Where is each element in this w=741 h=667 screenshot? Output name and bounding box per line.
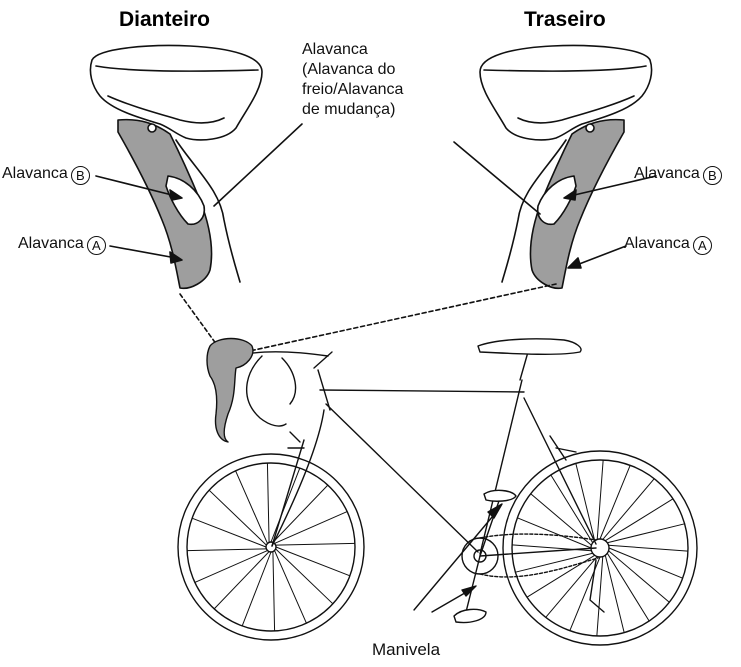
- rear-wheel-spoke: [597, 557, 603, 636]
- front-heading: Dianteiro: [119, 8, 210, 32]
- front-lever-b-mark: B: [71, 166, 90, 185]
- lever-callout-line-4: de mudança): [302, 100, 403, 120]
- handlebar-drop-2: [282, 358, 296, 404]
- rear-hood: [480, 46, 652, 140]
- front-wheel-spoke: [275, 512, 348, 544]
- arrow-rear-a: [574, 246, 626, 266]
- seatpost: [520, 352, 528, 380]
- frame-seat-tube: [480, 380, 522, 554]
- front-lever-a-mark: A: [87, 236, 106, 255]
- front-wheel-spoke: [276, 543, 355, 545]
- front-wheel-spoke: [214, 552, 269, 609]
- arrow-front-a: [110, 246, 176, 258]
- rear-wheel-spoke: [512, 545, 591, 551]
- frame-down-tube: [326, 404, 478, 552]
- rear-wheel-spokes: [512, 460, 688, 636]
- pedal-lower: [454, 609, 486, 622]
- front-lever-b-text: Alavanca: [2, 165, 68, 182]
- front-hood: [90, 46, 262, 140]
- lever-callout-line-2: (Alavanca do: [302, 60, 403, 80]
- lever-callout: Alavanca (Alavanca do freio/Alavanca de …: [302, 40, 403, 120]
- lever-callout-line-1: Alavanca: [302, 40, 403, 60]
- crank-arrow-1: [414, 510, 498, 610]
- frame-top-tube: [320, 390, 524, 392]
- rear-brake: [550, 436, 576, 460]
- frame-seatstay: [524, 398, 596, 544]
- rear-heading: Traseiro: [524, 8, 606, 32]
- rear-wheel-spoke: [576, 463, 595, 540]
- front-wheel-spoke: [236, 471, 268, 544]
- rear-lever-b-text: Alavanca: [634, 165, 700, 182]
- rear-lever-b-mark: B: [703, 166, 722, 185]
- arrow-rear-a-head: [568, 258, 581, 268]
- front-wheel-spoke: [276, 547, 350, 576]
- front-lever-group: [90, 46, 262, 289]
- rear-wheel-spoke: [597, 460, 603, 539]
- bicycle: [178, 339, 697, 646]
- handlebar-drop: [247, 356, 286, 426]
- leader-alavanca-front: [214, 124, 302, 206]
- front-pivot-bolt: [148, 124, 156, 132]
- pedal-upper: [484, 490, 516, 501]
- front-wheel-spokes: [187, 463, 355, 631]
- front-wheel-spoke: [273, 552, 275, 631]
- rear-wheel-spoke: [609, 545, 688, 551]
- front-wheel-spoke: [209, 490, 266, 545]
- leader-alavanca-rear: [454, 142, 540, 214]
- rear-wheel-spoke: [609, 551, 670, 602]
- saddle: [478, 339, 581, 354]
- lever-callout-line-3: freio/Alavanca: [302, 80, 403, 100]
- front-wheel-spoke: [242, 552, 271, 626]
- front-wheel-spoke: [276, 549, 333, 604]
- crank-arm-rear: [466, 556, 480, 612]
- crank-arrow-2-head: [462, 586, 476, 596]
- front-wheel-spoke: [192, 518, 266, 547]
- rear-wheel-rim: [512, 460, 688, 636]
- rear-wheel-spoke: [603, 479, 654, 540]
- front-wheel-spoke: [275, 551, 307, 624]
- rear-lever-a-mark: A: [693, 236, 712, 255]
- front-wheel-tire: [178, 454, 364, 640]
- front-wheel-spoke: [271, 468, 300, 542]
- rear-wheel-spoke: [607, 524, 684, 543]
- front-lever-a-text: Alavanca: [18, 235, 84, 252]
- rear-lever-a-text: Alavanca: [624, 235, 690, 252]
- front-wheel-spoke: [267, 463, 269, 542]
- front-wheel-rim: [187, 463, 355, 631]
- rear-wheel-spoke: [605, 555, 624, 632]
- crank-label: Manivela: [372, 640, 440, 659]
- front-wheel-spoke: [195, 551, 268, 583]
- rear-pivot-bolt: [586, 124, 594, 132]
- front-wheel-spoke: [187, 549, 266, 551]
- rear-wheel-tire: [503, 451, 697, 645]
- handlebar-top: [246, 352, 328, 356]
- crank-arrow-1-head: [488, 504, 502, 518]
